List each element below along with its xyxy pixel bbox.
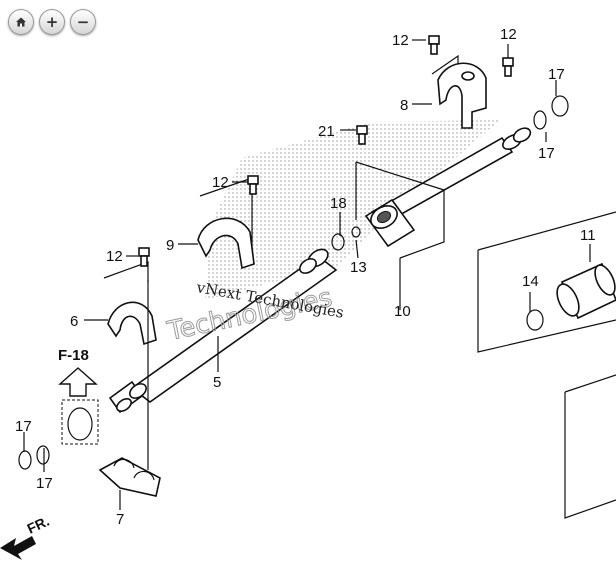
upper-clamp [437, 62, 487, 129]
middle-clamp [197, 217, 255, 270]
leader-lines [23, 39, 591, 510]
housing [556, 262, 616, 320]
o-ring [18, 450, 32, 470]
center-bearing [364, 198, 416, 248]
bolt [502, 57, 514, 77]
o-ring [331, 233, 345, 251]
callout-12: 12 [106, 248, 123, 265]
front-direction-label: FR. [25, 513, 52, 537]
o-ring [526, 309, 544, 331]
callout-10: 10 [394, 303, 411, 320]
o-ring [551, 95, 569, 117]
up-arrow-icon [58, 367, 98, 397]
front-direction-arrow-icon [0, 536, 36, 560]
callout-18: 18 [330, 195, 347, 212]
callout-17: 17 [538, 145, 555, 162]
o-ring [351, 226, 361, 238]
reference-box [61, 399, 99, 445]
callout-14: 14 [522, 273, 539, 290]
bolt [428, 35, 440, 55]
callout-13: 13 [350, 259, 367, 276]
callout-12: 12 [212, 174, 229, 191]
reference-label: F-18 [58, 347, 89, 364]
callout-11: 11 [580, 227, 596, 244]
center-joint [299, 248, 329, 274]
callout-17: 17 [36, 475, 53, 492]
bolt [247, 175, 259, 195]
bearing-frame [355, 161, 445, 310]
rear-yoke [502, 127, 532, 151]
parts-panel-outline [477, 211, 616, 353]
callout-17: 17 [548, 66, 565, 83]
callout-7: 7 [116, 511, 124, 528]
home-icon [16, 17, 26, 27]
bracket-frame [103, 261, 149, 282]
callout-12: 12 [392, 32, 409, 49]
o-ring [533, 110, 547, 130]
callout-5: 5 [213, 374, 221, 391]
home-button[interactable] [8, 9, 34, 35]
callout-17: 17 [15, 418, 32, 435]
lower-clamp [107, 301, 157, 346]
bolt [356, 125, 368, 145]
o-ring-reference [67, 407, 93, 441]
callout-12: 12 [500, 26, 517, 43]
callout-21: 21 [318, 123, 335, 140]
callout-6: 6 [70, 313, 78, 330]
callout-9: 9 [166, 237, 174, 254]
base-bracket [98, 457, 161, 497]
front-yoke [108, 380, 147, 414]
o-ring [36, 445, 50, 465]
parts-panel-outline-lower [564, 374, 616, 519]
drive-shaft [130, 255, 338, 403]
dotted-area [205, 120, 500, 300]
callout-8: 8 [400, 97, 408, 114]
bolt [138, 247, 150, 267]
